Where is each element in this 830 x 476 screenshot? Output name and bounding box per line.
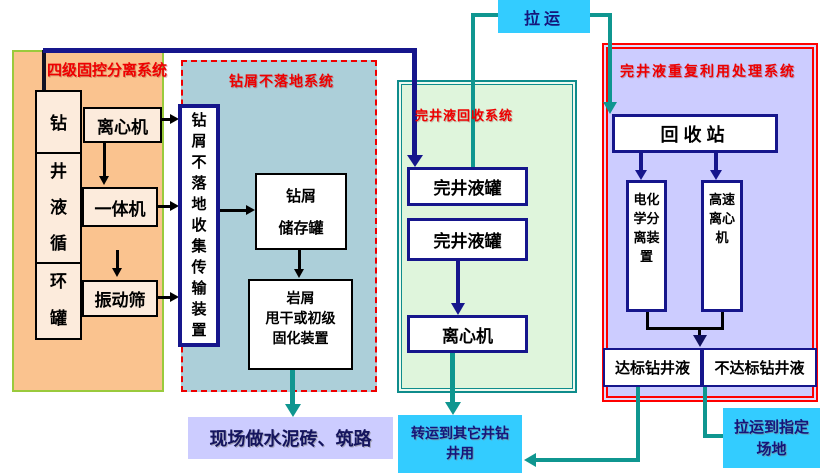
connector-unqualified-right [703,434,724,438]
arrowhead-integrated-collector [170,201,179,211]
box-centrifuge-1: 离心机 [83,107,162,143]
haul-line-1: 拉运到指定 [733,418,809,436]
connector-collector-to-storage [220,209,247,212]
box-recycle-station: 回收站 [612,114,778,153]
box-qualified-fluid: 达标钻井液 [603,348,702,387]
arrowhead-into-cement [285,404,301,417]
solidify-line-2: 甩干或初级 [265,311,336,327]
box-cement-road: 现场做水泥砖、筑路 [188,417,393,459]
arrowhead-into-solidify [294,269,304,278]
connector-layun-left-v [471,13,475,167]
arrowhead-shaker-collector [170,292,179,302]
connector-tank-to-tank1-top [43,48,417,53]
connector-tank2-to-centrifuge [456,261,460,305]
arrowhead-into-recycle-station [603,102,617,114]
transfer-line-1: 转运到其它井钻 [411,426,509,442]
arrowhead-into-integrated [99,176,109,185]
box-integrated-machine: 一体机 [82,187,158,227]
storage-line-1: 钻屑 [285,187,316,206]
tank-cell-1: 钻 [37,92,80,154]
box-drilling-fluid-tank: 钻 井液循 环罐 [35,90,82,340]
box-transfer-other-wells: 转运到其它井钻 井用 [398,415,522,473]
storage-line-2: 储存罐 [278,218,324,237]
connector-storage-to-solidify [298,250,301,270]
connector-merge-right-v [721,312,724,330]
box-solidify-unit: 岩屑 甩干或初级 固化装置 [248,279,353,370]
arrowhead-centrifuge1-collector [170,114,179,124]
arrowhead-into-result-boxes [693,335,707,347]
haul-line-2: 场地 [756,440,787,458]
box-high-speed-centrifuge: 高速离心机 [701,180,743,312]
box-completion-fluid-tank-1: 完井液罐 [407,167,528,206]
connector-tank-to-tank1-up [42,50,46,90]
panel-title-cuttings: 钻屑不落地系统 [229,74,334,90]
box-cuttings-collector: 钻屑不落地收集传输装置 [178,104,220,347]
connector-qualified-left [536,458,640,462]
connector-solidify-to-cement [290,370,295,406]
connector-station-to-electro [639,153,643,170]
connector-integrated-down [116,250,119,269]
arrowhead-into-transfer-top [445,402,461,415]
box-shale-shaker: 振动筛 [82,280,158,317]
connector-layun-right-v [608,13,612,102]
panel-title-solid-control: 四级固控分离系统 [47,61,168,79]
panel-title-reuse: 完井液重复利用处理系统 [620,64,796,80]
connector-centrifuge1-down [103,143,106,177]
box-completion-fluid-tank-2: 完井液罐 [407,218,528,261]
box-cuttings-storage-tank: 钻屑 储存罐 [255,173,347,250]
tank-cell-2: 井液循 [37,154,80,264]
connector-qualified-down [636,387,640,462]
box-haul-transport: 拉运 [498,0,590,33]
connector-merge-left-v [646,312,649,330]
connector-merge-down [698,327,701,336]
box-haul-to-site: 拉运到指定 场地 [723,408,820,468]
panel-title-recovery: 完井液回收系统 [415,109,514,124]
arrowhead-into-tank1 [407,155,423,167]
connector-centrifuge1-to-collector [162,118,171,121]
connector-layun-left-h [473,13,500,17]
connector-integrated-to-collector [158,205,171,208]
connector-tank-to-tank1-down [412,48,417,155]
arrowhead-into-storage [246,205,255,215]
arrowhead-into-electro [635,170,647,180]
solidify-line-1: 岩屑 [286,291,315,307]
arrowhead-into-shaker [112,268,122,277]
arrowhead-into-centrifuge2 [451,303,465,315]
connector-shaker-to-collector [158,296,171,299]
connector-centrifuge2-to-transfer [450,353,455,403]
box-centrifuge-2: 离心机 [407,315,528,353]
solidify-line-3: 固化装置 [272,331,329,347]
transfer-line-2: 井用 [446,446,474,462]
box-electro-separator: 电化学分离装置 [626,180,667,312]
box-unqualified-fluid: 不达标钻井液 [702,348,817,387]
arrowhead-into-transfer-right [524,453,536,467]
connector-unqualified-down [703,387,707,438]
connector-layun-right-h [588,13,612,17]
tank-cell-3: 环罐 [49,272,67,329]
connector-merge-h [646,327,724,330]
connector-station-to-highspeed [714,153,718,170]
arrowhead-into-highspeed [710,170,722,180]
